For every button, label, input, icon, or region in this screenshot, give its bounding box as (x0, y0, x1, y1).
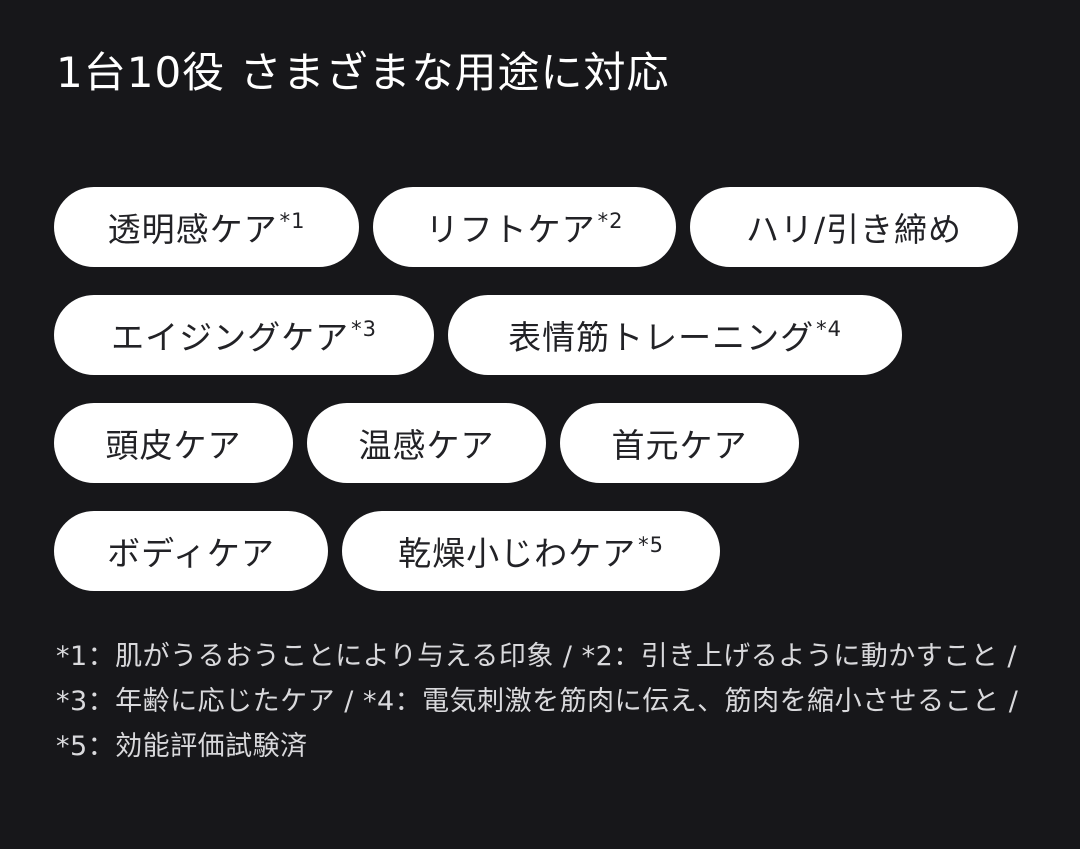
pill-note: *2 (597, 209, 624, 233)
pill-note: *1 (279, 209, 306, 233)
pill-warming-care: 温感ケア (307, 403, 546, 483)
pill-dryness-wrinkle-care: 乾燥小じわケア*5 (342, 511, 720, 591)
pill-row-2: エイジングケア*3 表情筋トレーニング*4 (54, 295, 1034, 375)
pill-row-4: ボディケア 乾燥小じわケア*5 (54, 511, 1034, 591)
pill-brightening-care: 透明感ケア*1 (54, 187, 359, 267)
pill-label: 透明感ケア (107, 210, 278, 249)
pill-label: 温感ケア (358, 426, 495, 465)
pill-label: ハリ/引き締め (745, 210, 963, 249)
pill-note: *4 (816, 317, 842, 341)
pill-body-care: ボディケア (54, 511, 328, 591)
pill-note: *3 (351, 317, 377, 341)
pill-firming: ハリ/引き締め (690, 187, 1018, 267)
page-title: 1台10役 さまざまな用途に対応 (56, 48, 670, 97)
pill-label: 首元ケア (611, 426, 748, 465)
pill-row-1: 透明感ケア*1 リフトケア*2 ハリ/引き締め (54, 187, 1034, 267)
pill-label: ボディケア (107, 534, 275, 573)
pill-label: エイジングケア (111, 318, 350, 357)
pill-label: 表情筋トレーニング (508, 318, 815, 357)
pill-label: リフトケア (425, 210, 596, 249)
pill-scalp-care: 頭皮ケア (54, 403, 293, 483)
pill-lift-care: リフトケア*2 (373, 187, 676, 267)
pill-neck-care: 首元ケア (560, 403, 799, 483)
pill-note: *5 (638, 533, 664, 557)
pill-label: 頭皮ケア (105, 426, 242, 465)
pill-aging-care: エイジングケア*3 (54, 295, 434, 375)
pill-facial-muscle-training: 表情筋トレーニング*4 (448, 295, 902, 375)
pill-row-3: 頭皮ケア 温感ケア 首元ケア (54, 403, 1034, 483)
footnote: *1：肌がうるおうことにより与える印象 / *2：引き上げるように動かすこと /… (56, 641, 1019, 762)
feature-pill-grid: 透明感ケア*1 リフトケア*2 ハリ/引き締め エイジングケア*3 表情筋トレー… (54, 187, 1034, 619)
pill-label: 乾燥小じわケア (398, 534, 637, 573)
